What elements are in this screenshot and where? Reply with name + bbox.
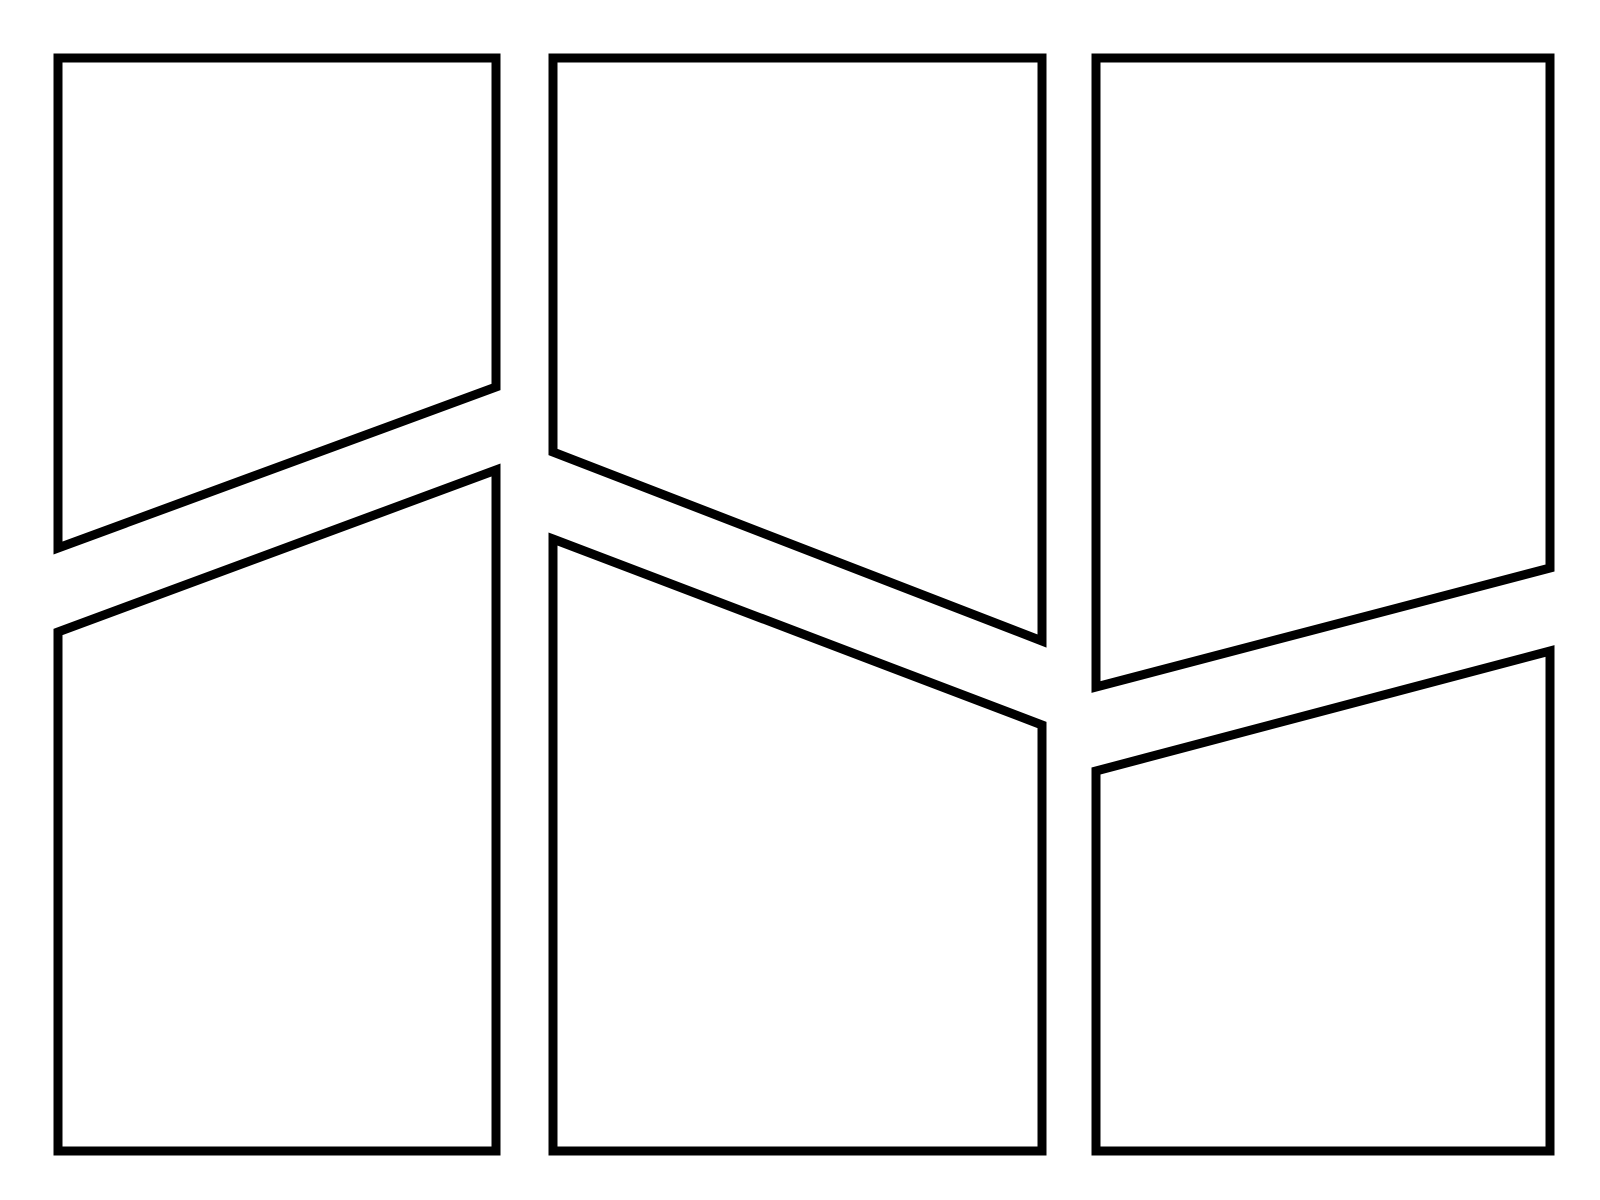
panel-top-left [53,53,501,555]
panel-bottom-right [1091,645,1555,1156]
panel-top-middle [548,53,1047,648]
panel-bottom-middle [548,532,1047,1156]
panel-bottom-left [53,463,501,1156]
panel-top-right [1091,53,1555,693]
